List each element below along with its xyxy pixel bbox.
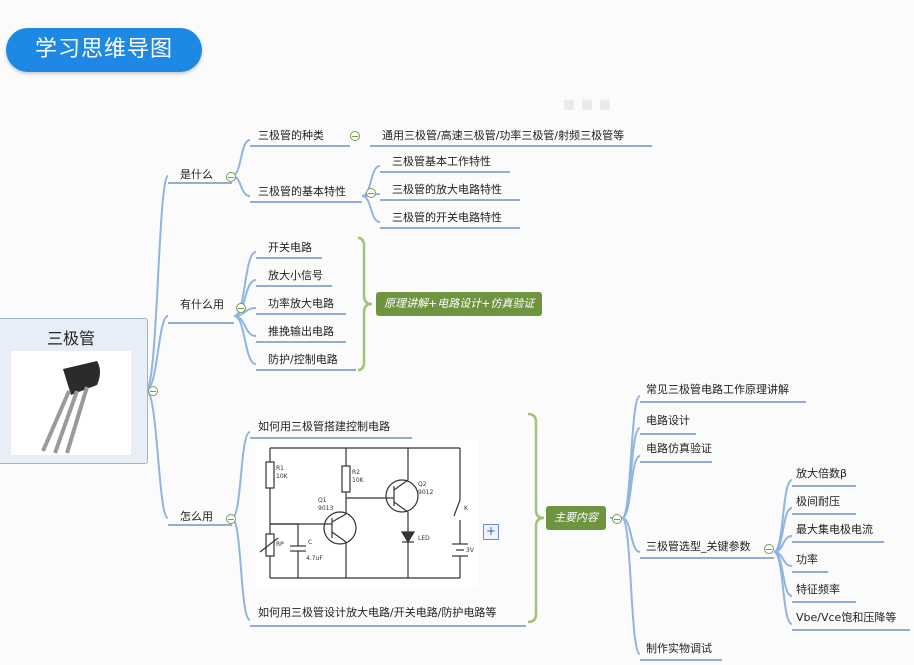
characteristic-item[interactable]: 三极管的开关电路特性 bbox=[392, 211, 502, 224]
q1-part: 9013 bbox=[318, 505, 333, 512]
r1-label: R1 bbox=[276, 465, 284, 472]
branch-how-collapse-icon[interactable] bbox=[226, 514, 236, 524]
c-label: C bbox=[308, 539, 312, 546]
main-content-collapse-icon[interactable] bbox=[612, 514, 622, 524]
node-types-collapse-icon[interactable] bbox=[350, 131, 360, 141]
node-types-detail[interactable]: 通用三极管/高速三极管/功率三极管/射频三极管等 bbox=[382, 129, 625, 142]
selection-collapse-icon[interactable] bbox=[764, 544, 774, 554]
main-item[interactable]: 制作实物调试 bbox=[646, 642, 712, 655]
expand-plus-icon[interactable]: + bbox=[483, 524, 499, 540]
use-summary-tag[interactable]: 原理讲解+电路设计+仿真验证 bbox=[376, 292, 543, 316]
circuit-drawing: R1 10K R2 10K Q1 9013 Q2 9012 LED K RP C… bbox=[259, 447, 475, 579]
param-item[interactable]: 功率 bbox=[796, 553, 818, 566]
how-top[interactable]: 如何用三极管搭建控制电路 bbox=[258, 420, 390, 433]
node-types[interactable]: 三极管的种类 bbox=[258, 129, 324, 142]
param-item[interactable]: 最大集电极电流 bbox=[796, 523, 873, 536]
r2-value: 10K bbox=[352, 477, 365, 484]
q1-label: Q1 bbox=[318, 497, 327, 504]
branch-how[interactable]: 怎么用 bbox=[180, 510, 213, 523]
switch-label: K bbox=[464, 505, 469, 512]
rp-label: RP bbox=[276, 541, 284, 548]
root-title: 三极管 bbox=[46, 329, 95, 348]
c-value: 4.7uF bbox=[306, 555, 323, 562]
use-item[interactable]: 放大小信号 bbox=[268, 269, 323, 282]
root-collapse-icon[interactable] bbox=[148, 386, 158, 396]
transistor-image bbox=[11, 351, 131, 455]
param-item[interactable]: 极间耐压 bbox=[796, 495, 840, 508]
main-content-tag[interactable]: 主要内容 bbox=[546, 506, 606, 530]
use-item[interactable]: 推挽输出电路 bbox=[268, 325, 334, 338]
use-item[interactable]: 开关电路 bbox=[268, 241, 312, 254]
param-item[interactable]: 放大倍数β bbox=[796, 467, 848, 480]
param-item[interactable]: 特征频率 bbox=[796, 583, 840, 596]
circuit-schematic: R1 10K R2 10K Q1 9013 Q2 9012 LED K RP C… bbox=[256, 440, 478, 588]
q2-label: Q2 bbox=[418, 481, 427, 488]
branch-use-collapse-icon[interactable] bbox=[236, 303, 246, 313]
how-bottom[interactable]: 如何用三极管设计放大电路/开关电路/防护电路等 bbox=[258, 606, 497, 619]
led-label: LED bbox=[418, 535, 430, 542]
characteristic-item[interactable]: 三极管基本工作特性 bbox=[392, 155, 491, 168]
characteristic-item[interactable]: 三极管的放大电路特性 bbox=[392, 183, 502, 196]
main-item[interactable]: 常见三极管电路工作原理讲解 bbox=[646, 383, 789, 396]
branch-what-collapse-icon[interactable] bbox=[226, 172, 236, 182]
param-item[interactable]: Vbe/Vce饱和压降等 bbox=[796, 611, 897, 624]
branch-what[interactable]: 是什么 bbox=[180, 168, 213, 181]
main-item[interactable]: 电路仿真验证 bbox=[646, 442, 712, 455]
node-characteristics-collapse-icon[interactable] bbox=[366, 188, 376, 198]
node-characteristics[interactable]: 三极管的基本特性 bbox=[258, 185, 346, 198]
main-item[interactable]: 电路设计 bbox=[646, 414, 690, 427]
root-node[interactable]: 三极管 bbox=[0, 318, 148, 464]
use-item[interactable]: 防护/控制电路 bbox=[268, 353, 338, 366]
transistor-icon bbox=[41, 361, 100, 454]
use-item[interactable]: 功率放大电路 bbox=[268, 297, 334, 310]
branch-use[interactable]: 有什么用 bbox=[180, 298, 224, 311]
r1-value: 10K bbox=[276, 473, 289, 480]
main-item-selection[interactable]: 三极管选型_关键参数 bbox=[646, 540, 751, 553]
page-title: 学习思维导图 bbox=[6, 28, 202, 72]
r2-label: R2 bbox=[352, 469, 360, 476]
watermark-text: … bbox=[560, 60, 614, 123]
battery-label: 3V bbox=[466, 547, 475, 554]
q2-part: 9012 bbox=[418, 489, 433, 496]
